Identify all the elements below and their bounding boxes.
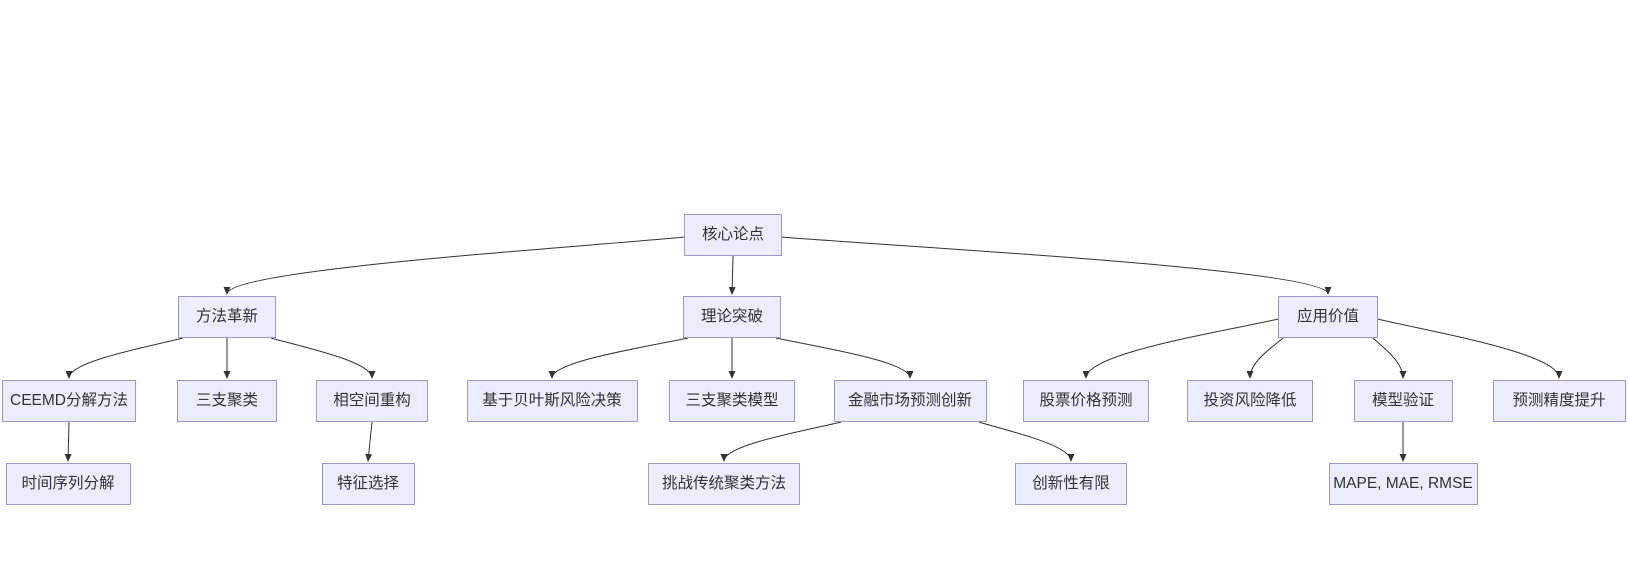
node-label: 股票价格预测 — [1039, 392, 1133, 410]
node-label: 基于贝叶斯风险决策 — [482, 392, 622, 410]
node-twcmodel: 三支聚类模型 — [669, 380, 795, 422]
node-label: 创新性有限 — [1032, 475, 1110, 493]
node-value: 应用价值 — [1278, 296, 1378, 338]
node-label: 挑战传统聚类方法 — [661, 475, 786, 493]
edge-value-to-validate — [1372, 337, 1407, 379]
node-label: 核心论点 — [701, 226, 764, 244]
node-bayes: 基于贝叶斯风险决策 — [466, 380, 638, 422]
edge-value-to-risk — [1246, 337, 1284, 379]
node-label: 应用价值 — [1296, 308, 1359, 326]
node-threeway: 三支聚类 — [177, 380, 277, 422]
node-stock: 股票价格预测 — [1023, 380, 1149, 422]
node-phase: 相空间重构 — [316, 380, 428, 422]
node-metrics: MAPE, MAE, RMSE — [1328, 463, 1478, 505]
node-label: MAPE, MAE, RMSE — [1333, 475, 1473, 493]
edge-theory-to-bayes — [548, 337, 689, 379]
node-validate: 模型验证 — [1353, 380, 1453, 422]
edge-value-to-accuracy — [1377, 318, 1563, 379]
node-risk: 投资风险降低 — [1187, 380, 1313, 422]
node-label: 金融市场预测创新 — [847, 392, 972, 410]
node-label: 方法革新 — [195, 308, 258, 326]
node-theory: 理论突破 — [683, 296, 781, 338]
node-method: 方法革新 — [178, 296, 276, 338]
edge-finmarket-to-limited — [978, 421, 1075, 462]
edge-method-to-phase — [270, 337, 376, 379]
edge-method-to-ceemd — [65, 337, 184, 379]
node-core: 核心论点 — [684, 214, 782, 256]
edge-core-to-theory — [728, 255, 736, 295]
node-ceemd: CEEMD分解方法 — [2, 380, 136, 422]
node-limited: 创新性有限 — [1015, 463, 1127, 505]
edge-value-to-stock — [1082, 318, 1279, 379]
edge-finmarket-to-challenge — [720, 421, 842, 462]
node-label: 模型验证 — [1371, 392, 1434, 410]
node-challenge: 挑战传统聚类方法 — [648, 463, 800, 505]
node-label: 三支聚类 — [195, 392, 258, 410]
edge-core-to-method — [223, 236, 685, 295]
edge-core-to-value — [781, 236, 1332, 295]
node-feature: 特征选择 — [321, 463, 415, 505]
edge-theory-to-finmarket — [775, 337, 914, 379]
node-label: 三支聚类模型 — [685, 392, 779, 410]
node-tsdecomp: 时间序列分解 — [5, 463, 131, 505]
node-accuracy: 预测精度提升 — [1492, 380, 1626, 422]
edge-phase-to-feature — [365, 421, 373, 462]
node-label: 时间序列分解 — [21, 475, 115, 493]
node-finmarket: 金融市场预测创新 — [833, 380, 987, 422]
node-label: 特征选择 — [336, 475, 399, 493]
node-label: 投资风险降低 — [1203, 392, 1297, 410]
edge-ceemd-to-tsdecomp — [64, 421, 72, 462]
node-label: 预测精度提升 — [1512, 392, 1606, 410]
node-label: 理论突破 — [700, 308, 763, 326]
node-label: CEEMD分解方法 — [10, 392, 128, 410]
node-label: 相空间重构 — [333, 392, 411, 410]
